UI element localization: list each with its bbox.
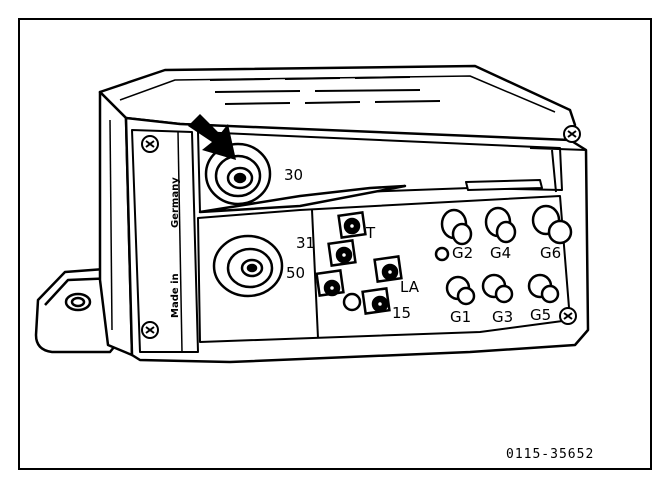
figure-frame: [18, 18, 652, 470]
label-G5: G5: [530, 306, 551, 324]
arrow-icon: [188, 114, 236, 160]
side-text-top: Germany: [170, 177, 181, 228]
label-30: 30: [284, 166, 303, 184]
label-T: T: [365, 224, 376, 242]
label-G2: G2: [452, 244, 473, 262]
label-G3: G3: [492, 308, 513, 326]
label-15: 15: [392, 304, 411, 322]
screw-heads: [141, 125, 581, 339]
label-50: 50: [286, 264, 305, 282]
label-LA: LA: [400, 278, 420, 296]
label-G4: G4: [490, 244, 511, 262]
figure-number: 0115-35652: [506, 447, 594, 462]
label-G1: G1: [450, 308, 471, 326]
label-31: 31: [296, 234, 315, 252]
glow-plug-terminals: [434, 204, 573, 306]
round-socket: [212, 234, 284, 298]
side-text-bottom: Made in: [170, 273, 181, 318]
housing-left-side: [98, 90, 134, 357]
small-terminals: [315, 211, 403, 315]
top-label-marks: [209, 76, 441, 105]
label-G6: G6: [540, 244, 561, 262]
terminal-30-stud: [204, 142, 272, 206]
housing-front: [124, 116, 590, 364]
